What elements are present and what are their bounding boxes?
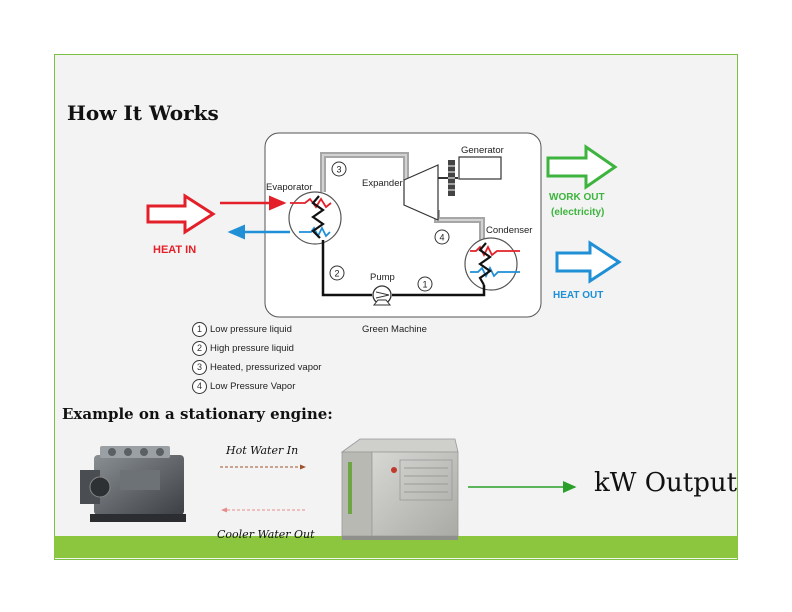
legend: 1 Low pressure liquid 2 High pressure li… <box>192 320 321 396</box>
liquid-pipe-2 <box>321 240 372 297</box>
pump-label: Pump <box>370 272 395 283</box>
heat-in-label: HEAT IN <box>153 244 196 256</box>
legend-item: 2 High pressure liquid <box>192 339 321 358</box>
expander-icon <box>403 164 439 221</box>
liquid-pipe-1 <box>392 285 486 297</box>
engine-image <box>80 446 186 522</box>
heat-out-label: HEAT OUT <box>553 290 603 301</box>
legend-number: 1 <box>192 322 207 337</box>
node-marker-2: 2 <box>329 265 345 281</box>
heat-out-arrow-icon <box>555 240 622 284</box>
work-out-arrow-icon <box>546 144 618 190</box>
legend-label: High pressure liquid <box>210 343 294 354</box>
condenser-icon <box>464 237 518 291</box>
expander-label: Expander <box>362 178 403 189</box>
work-out-label: WORK OUT <box>549 192 605 203</box>
svg-text:4: 4 <box>439 233 444 243</box>
svg-text:3: 3 <box>336 165 341 175</box>
node-marker-3: 3 <box>331 161 347 177</box>
legend-number: 3 <box>192 360 207 375</box>
legend-number: 2 <box>192 341 207 356</box>
bottom-green-bar <box>54 536 738 558</box>
node-marker-1: 1 <box>417 276 433 292</box>
svg-text:1: 1 <box>422 280 427 290</box>
hot-water-in-label: Hot Water In <box>226 444 299 457</box>
legend-item: 4 Low Pressure Vapor <box>192 377 321 396</box>
example-subtitle: Example on a stationary engine: <box>62 405 333 423</box>
node-marker-4: 4 <box>434 229 450 245</box>
svg-text:2: 2 <box>334 269 339 279</box>
generator-label: Generator <box>461 145 504 156</box>
green-machine-enclosure-image <box>340 438 459 540</box>
heat-in-arrow-icon <box>146 193 216 235</box>
legend-label: Low pressure liquid <box>210 324 292 335</box>
kw-output-label: kW Output <box>594 468 738 498</box>
legend-number: 4 <box>192 379 207 394</box>
page-title: How It Works <box>67 101 219 125</box>
legend-label: Heated, pressurized vapor <box>210 362 322 373</box>
machine-label: Green Machine <box>362 324 427 335</box>
legend-label: Low Pressure Vapor <box>210 381 296 392</box>
work-out-sublabel: (electricity) <box>551 207 604 218</box>
legend-item: 1 Low pressure liquid <box>192 320 321 339</box>
legend-item: 3 Heated, pressurized vapor <box>192 358 321 377</box>
cooler-water-out-label: Cooler Water Out <box>217 528 315 541</box>
generator-icon <box>458 156 502 180</box>
condenser-label: Condenser <box>486 225 532 236</box>
evaporator-label: Evaporator <box>266 182 312 193</box>
